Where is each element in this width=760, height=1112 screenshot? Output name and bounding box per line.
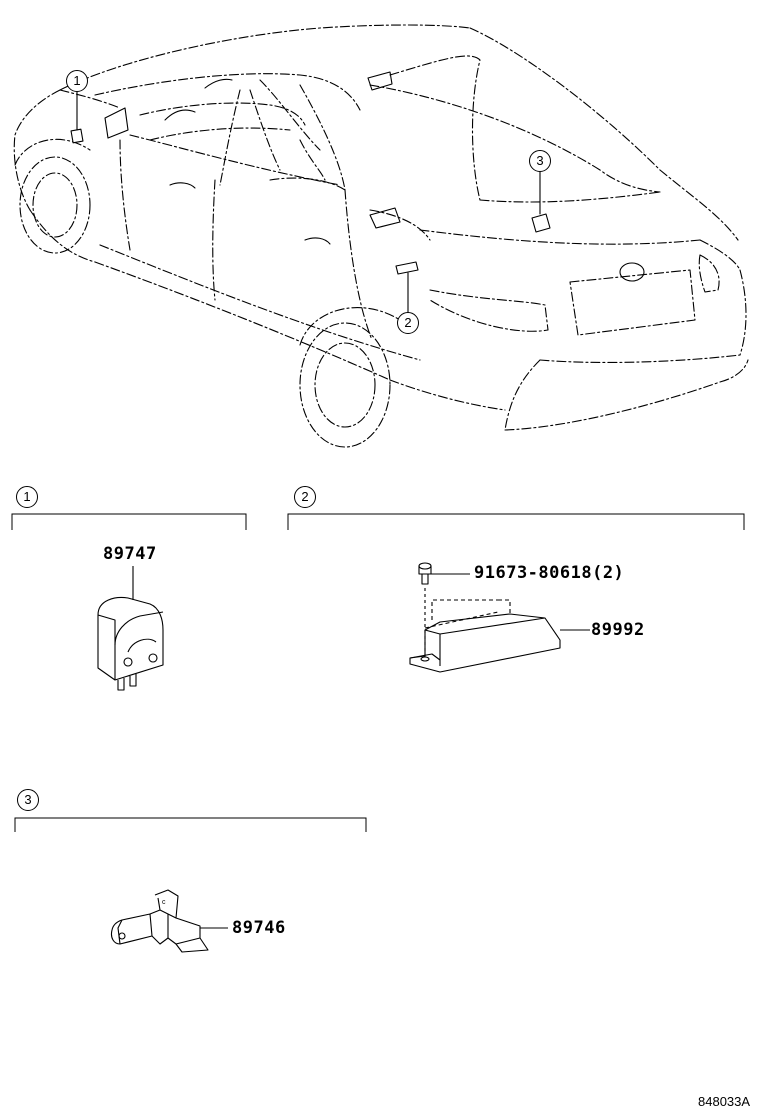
section-2-callout[interactable]: 2	[294, 486, 316, 508]
svg-text:c: c	[162, 899, 166, 906]
part-number-89992[interactable]: 89992	[591, 620, 645, 640]
car-solid-details	[104, 71, 645, 282]
bolt-91673-icon	[418, 562, 470, 660]
part-number-91673-80618[interactable]: 91673-80618(2)	[474, 563, 625, 583]
part-number-89746[interactable]: 89746	[232, 918, 286, 938]
section-3-callout[interactable]: 3	[17, 789, 39, 811]
car-body-outline	[13, 24, 749, 431]
overview-callout-1[interactable]: 1	[66, 70, 88, 92]
section-1-bracket	[11, 513, 247, 530]
section-1-callout[interactable]: 1	[16, 486, 38, 508]
location-markers	[70, 128, 551, 275]
part-number-89747[interactable]: 89747	[103, 544, 157, 564]
figure-id: 848033A	[698, 1094, 751, 1109]
section-2-bracket	[287, 513, 745, 530]
section-3-bracket	[14, 817, 367, 832]
callout-leaders	[76, 91, 541, 313]
car-overview-drawing	[13, 24, 749, 448]
overview-callout-3[interactable]: 3	[529, 150, 551, 172]
overview-callout-2[interactable]: 2	[397, 312, 419, 334]
car-wheels	[14, 138, 401, 448]
